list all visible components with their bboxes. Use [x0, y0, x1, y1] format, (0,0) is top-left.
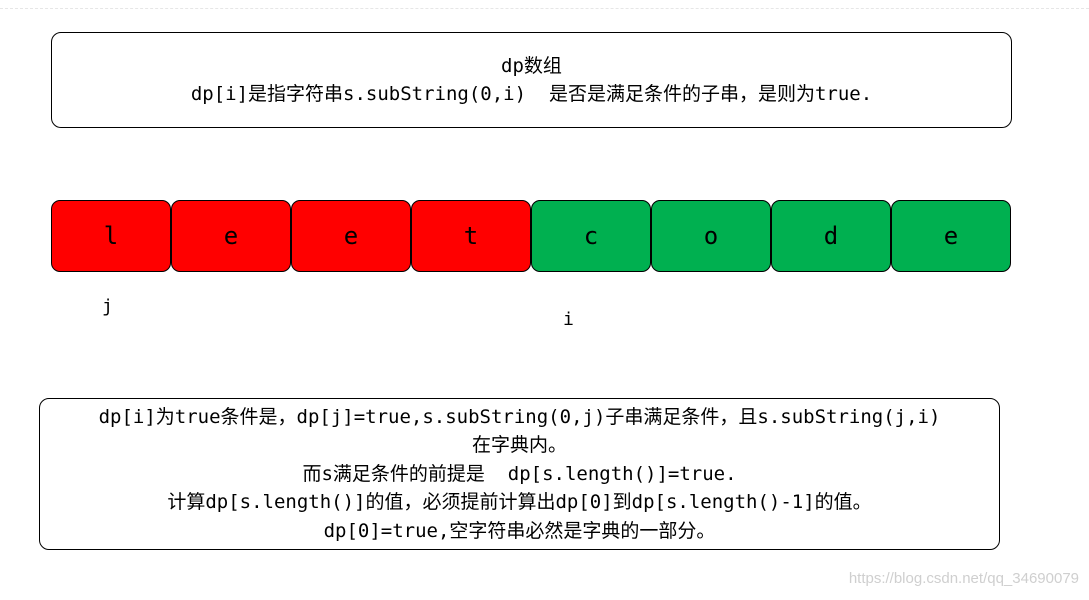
watermark-text: https://blog.csdn.net/qq_34690079: [848, 570, 1079, 587]
top-divider: [0, 8, 1089, 9]
dp-definition-box: dp数组 dp[i]是指字符串s.subString(0,i) 是否是满足条件的…: [51, 32, 1012, 128]
dp-condition-box: dp[i]为true条件是，dp[j]=true,s.subString(0,j…: [39, 398, 1000, 550]
condition-line-2: 在字典内。: [471, 434, 567, 457]
cell-5: o: [651, 200, 771, 272]
condition-line-5: dp[0]=true,空字符串必然是字典的一部分。: [323, 519, 716, 542]
condition-line-1: dp[i]为true条件是，dp[j]=true,s.subString(0,j…: [98, 405, 941, 428]
cell-6: d: [771, 200, 891, 272]
dp-definition-title: dp数组: [501, 55, 562, 77]
cell-3: t: [411, 200, 531, 272]
cell-2: e: [291, 200, 411, 272]
string-cells: l e e t c o d e: [51, 200, 1012, 272]
dp-definition-text: dp[i]是指字符串s.subString(0,i) 是否是满足条件的子串，是则…: [190, 83, 873, 105]
index-marker-i: i: [563, 309, 574, 330]
cell-4: c: [531, 200, 651, 272]
condition-line-4: 计算dp[s.length()]的值，必须提前计算出dp[0]到dp[s.len…: [167, 491, 872, 514]
cell-0: l: [51, 200, 171, 272]
condition-line-3: 而s满足条件的前提是 dp[s.length()]=true.: [302, 462, 737, 485]
cell-1: e: [171, 200, 291, 272]
index-marker-j: j: [102, 296, 113, 317]
cell-7: e: [891, 200, 1011, 272]
